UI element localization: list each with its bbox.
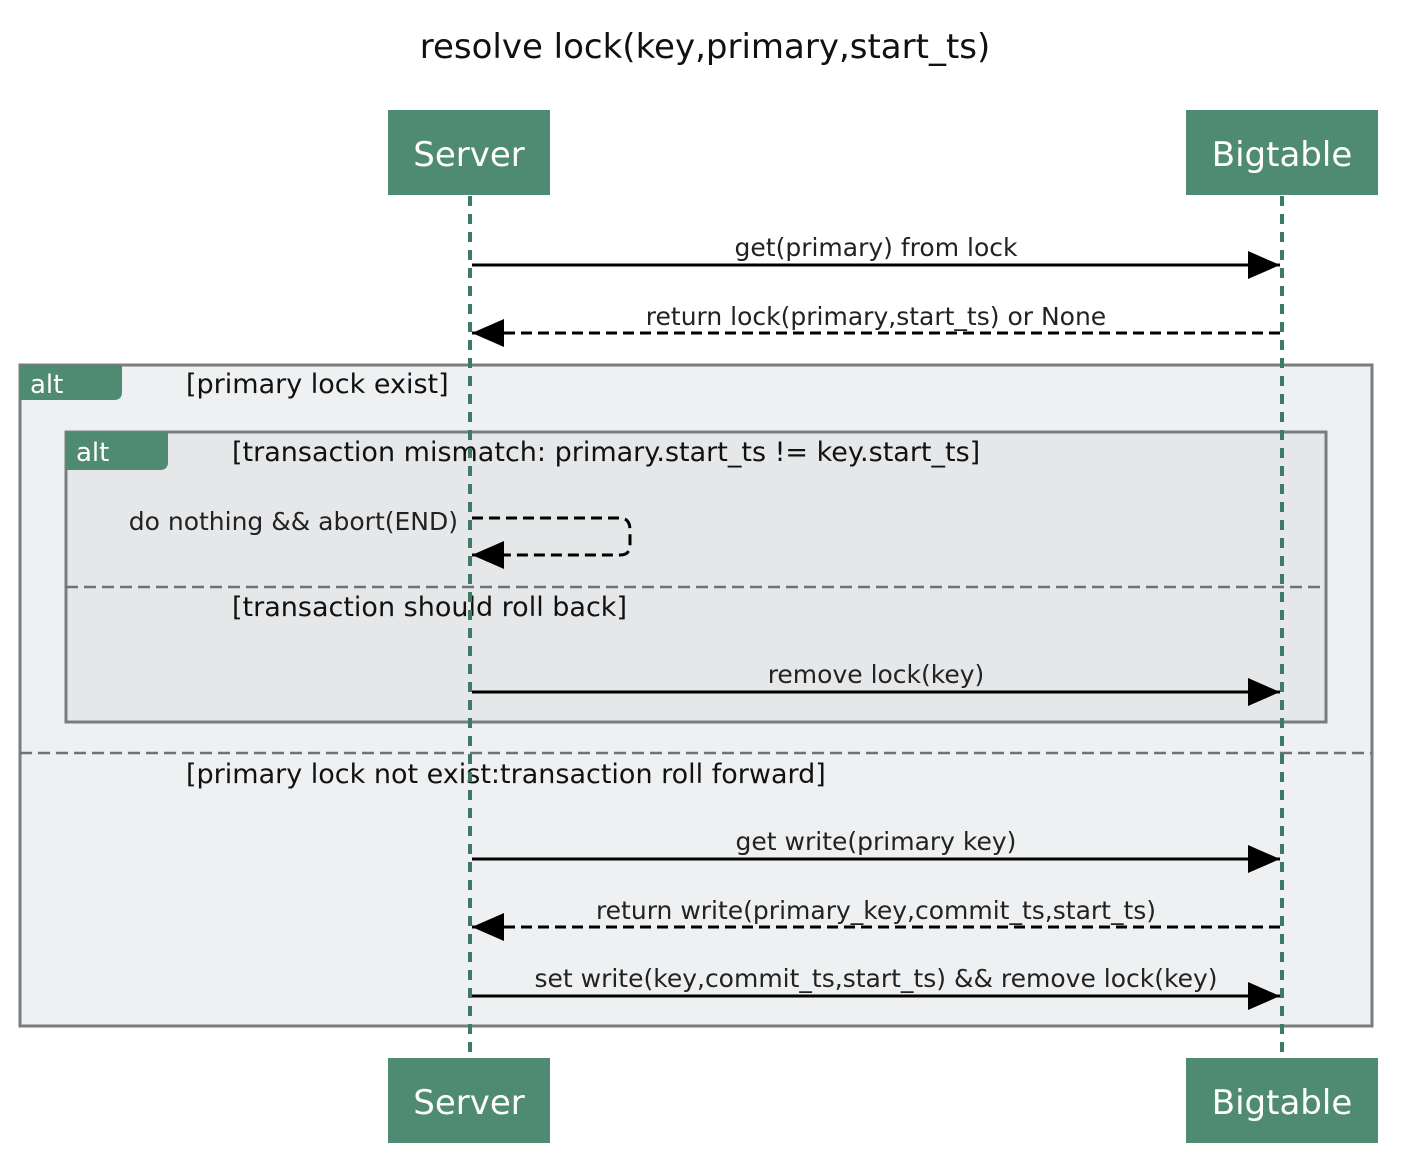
outer-alt-tab bbox=[20, 365, 122, 400]
inner-alt-tab bbox=[66, 432, 168, 470]
outer-alt-guard-1: [primary lock exist] bbox=[186, 369, 449, 400]
svg-text:remove lock(key): remove lock(key) bbox=[768, 660, 985, 689]
diagram-title: resolve lock(key,primary,start_ts) bbox=[420, 27, 991, 67]
svg-text:Bigtable: Bigtable bbox=[1212, 1083, 1352, 1123]
message-return-write: return write(primary_key,commit_ts,start… bbox=[472, 896, 1280, 941]
participant-bigtable-bottom: Bigtable bbox=[1186, 1058, 1378, 1143]
message-get-primary-lock: get(primary) from lock bbox=[472, 233, 1280, 279]
inner-alt-operator: alt bbox=[76, 438, 109, 468]
svg-text:Server: Server bbox=[413, 1083, 525, 1123]
participant-bigtable-top: Bigtable bbox=[1186, 110, 1378, 195]
message-remove-lock: remove lock(key) bbox=[472, 660, 1280, 706]
participant-server-bottom: Server bbox=[388, 1058, 550, 1143]
message-return-lock: return lock(primary,start_ts) or None bbox=[472, 302, 1280, 347]
participant-server-top: Server bbox=[388, 110, 550, 195]
svg-text:Bigtable: Bigtable bbox=[1212, 135, 1352, 175]
inner-alt-guard-1: [transaction mismatch: primary.start_ts … bbox=[232, 437, 980, 468]
outer-alt-operator: alt bbox=[30, 370, 63, 400]
message-set-write: set write(key,commit_ts,start_ts) && rem… bbox=[472, 964, 1280, 1010]
inner-alt-guard-2: [transaction should roll back] bbox=[232, 592, 627, 623]
svg-text:Server: Server bbox=[413, 135, 525, 175]
message-get-write: get write(primary key) bbox=[472, 827, 1280, 873]
inner-alt-fragment: alt [transaction mismatch: primary.start… bbox=[64, 430, 1328, 724]
outer-alt-guard-2: [primary lock not exist:transaction roll… bbox=[186, 759, 826, 790]
svg-text:set write(key,commit_ts,start_: set write(key,commit_ts,start_ts) && rem… bbox=[534, 964, 1217, 993]
message-self-abort: do nothing && abort(END) bbox=[129, 507, 632, 569]
svg-text:get(primary) from lock: get(primary) from lock bbox=[735, 233, 1018, 262]
svg-text:do nothing && abort(END): do nothing && abort(END) bbox=[129, 507, 458, 536]
svg-text:get write(primary key): get write(primary key) bbox=[736, 827, 1017, 856]
svg-text:return write(primary_key,commi: return write(primary_key,commit_ts,start… bbox=[596, 896, 1156, 925]
svg-text:return lock(primary,start_ts): return lock(primary,start_ts) or None bbox=[646, 302, 1106, 331]
